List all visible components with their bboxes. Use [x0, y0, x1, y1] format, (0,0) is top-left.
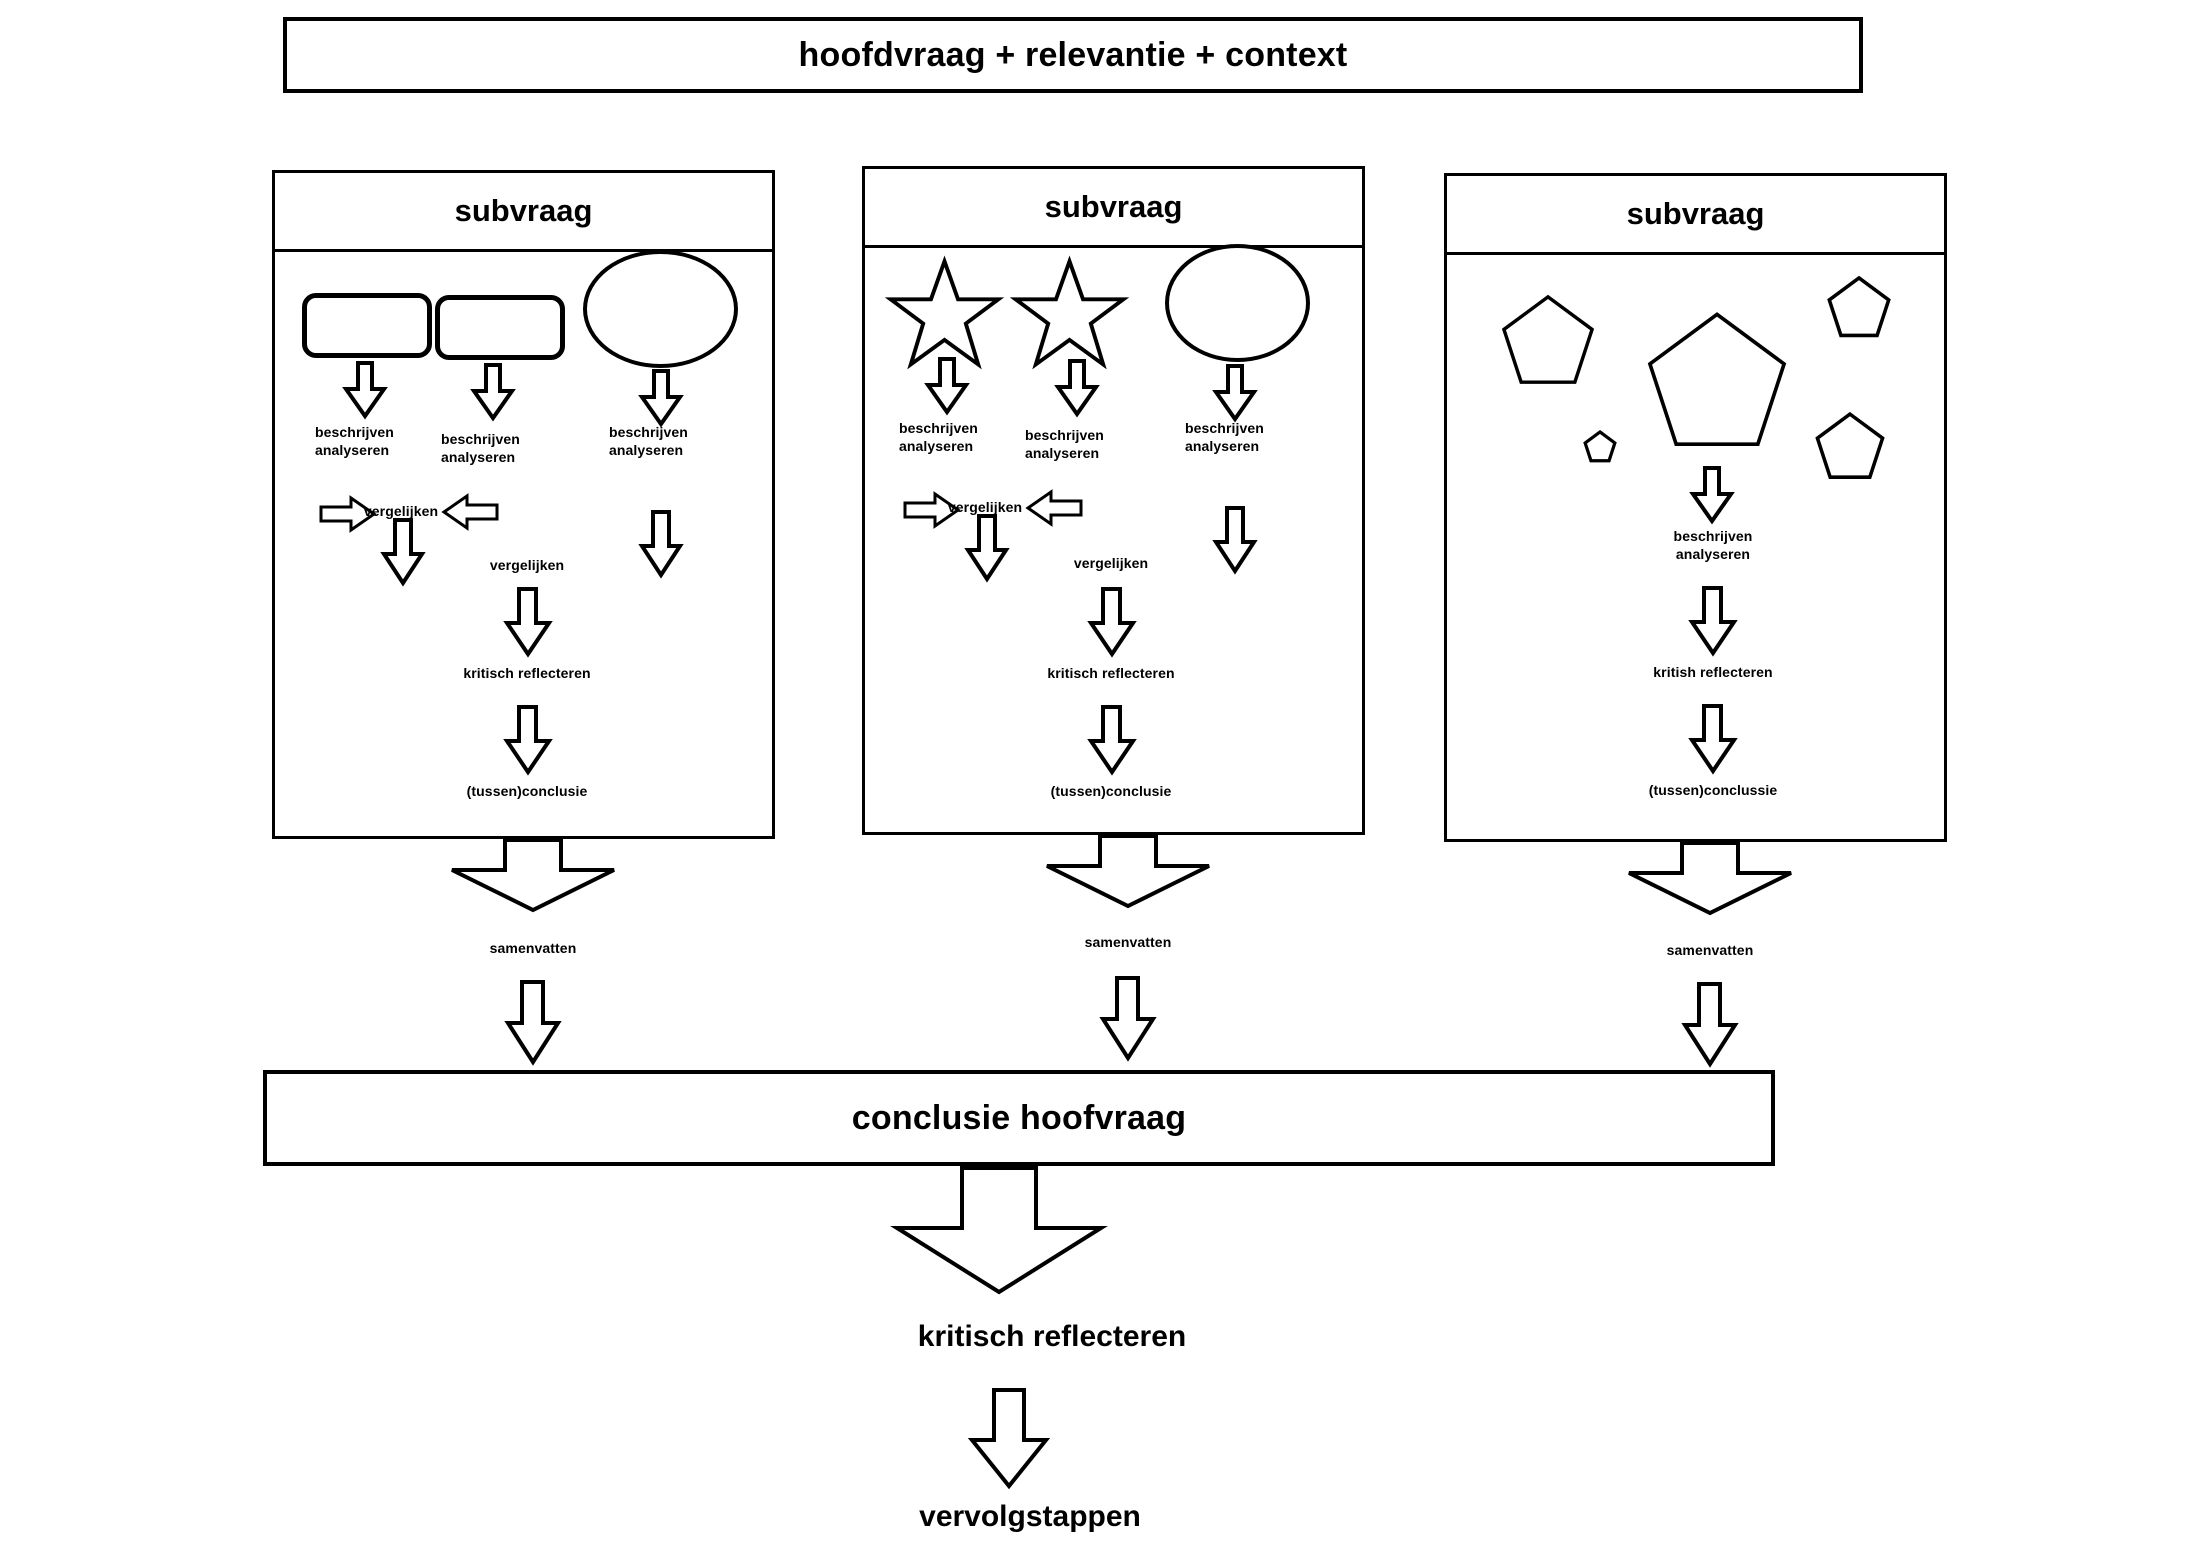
subvraag-panel-1: subvraag beschrijven analyseren beschrij…: [272, 170, 775, 839]
caption-describe-analyse-b: beschrijven analyseren: [441, 431, 520, 465]
caption-tussenconclusie: (tussen)conclusie: [1050, 783, 1172, 799]
subvraag-panel-1-header: subvraag: [272, 170, 775, 252]
source-shape-rounded-rect-2: [435, 295, 565, 360]
subvraag-panel-1-title: subvraag: [454, 193, 593, 228]
down-arrow-reflect-icon: [1688, 586, 1738, 657]
source-shape-star-1: [884, 255, 1005, 370]
source-shape-ellipse-2: [1165, 244, 1310, 362]
final-step-vervolgstappen: vervolgstappen: [919, 1500, 1141, 1533]
down-arrow-conclusion-icon: [1087, 705, 1137, 776]
subvraag-panel-2-title: subvraag: [1044, 189, 1183, 224]
down-arrow-to-conclusie-1-icon: [504, 980, 562, 1066]
subvraag-panel-3: subvraag beschrijven analyseren: [1444, 173, 1947, 842]
down-arrow-final-vervolgstappen-icon: [967, 1388, 1051, 1490]
caption-samenvatten-3: samenvatten: [1666, 942, 1754, 958]
caption-samenvatten-1: samenvatten: [489, 940, 577, 956]
hoofdvraag-bar: hoofdvraag + relevantie + context: [283, 17, 1863, 93]
left-arrow-compare-icon: [1025, 489, 1083, 527]
down-arrow-samenvatten-wide-2-icon: [1046, 834, 1210, 909]
down-arrow-samenvatten-wide-3-icon: [1628, 841, 1792, 916]
down-arrow-source-c-icon: [1212, 364, 1258, 423]
subvraag-panel-3-body: beschrijven analyseren kritish reflecter…: [1447, 176, 1944, 839]
caption-tussenconclusie: (tussen)conclusie: [466, 783, 588, 799]
down-arrow-source-c-icon: [638, 369, 684, 428]
down-arrow-samenvatten-wide-1-icon: [451, 838, 615, 913]
subvraag-panel-1-body: beschrijven analyseren beschrijven analy…: [275, 173, 772, 836]
down-arrow-reflect-icon: [1087, 587, 1137, 658]
caption-compare-pair: vergelijken: [947, 499, 1023, 515]
subvraag-panel-3-title: subvraag: [1626, 196, 1765, 231]
down-arrow-compare-pair-icon: [380, 518, 426, 587]
caption-tussenconclussie: (tussen)conclussie: [1648, 782, 1778, 798]
down-arrow-conclusion-icon: [503, 705, 553, 776]
caption-kritisch-reflecteren: kritisch reflecteren: [463, 665, 591, 681]
down-arrow-compare-pair-icon: [964, 514, 1010, 583]
caption-kritisch-reflecteren: kritisch reflecteren: [1047, 665, 1175, 681]
down-arrow-source-c-second-icon: [638, 510, 684, 579]
caption-compare-pair: vergelijken: [363, 503, 439, 519]
subvraag-panel-2: subvraag beschrijven analyseren beschrij…: [862, 166, 1365, 835]
source-shape-rounded-rect-1: [302, 293, 432, 358]
down-arrow-to-conclusie-3-icon: [1681, 982, 1739, 1068]
source-shape-pentagon-large-left: [1501, 294, 1595, 384]
right-arrow-compare-icon: [903, 491, 961, 529]
caption-compare-all: vergelijken: [489, 557, 565, 573]
final-step-kritisch-reflecteren: kritisch reflecteren: [917, 1320, 1187, 1353]
down-arrow-source-c-second-icon: [1212, 506, 1258, 575]
caption-describe-analyse: beschrijven analyseren: [1673, 528, 1753, 562]
source-shape-pentagon-largest-center: [1647, 312, 1787, 446]
caption-describe-analyse-b: beschrijven analyseren: [1025, 427, 1104, 461]
hoofdvraag-bar-label: hoofdvraag + relevantie + context: [798, 35, 1348, 74]
caption-samenvatten-2: samenvatten: [1084, 934, 1172, 950]
caption-describe-analyse-a: beschrijven analyseren: [899, 420, 978, 454]
down-arrow-source-b-icon: [470, 363, 516, 422]
down-arrow-final-reflect-icon: [890, 1166, 1108, 1295]
down-arrow-source-b-icon: [1054, 359, 1100, 418]
subvraag-panel-3-header: subvraag: [1444, 173, 1947, 255]
source-shape-pentagon-tiny: [1583, 429, 1617, 463]
caption-kritish-reflecteren: kritish reflecteren: [1653, 664, 1773, 680]
down-arrow-conclusion-icon: [1688, 704, 1738, 775]
caption-describe-analyse-c: beschrijven analyseren: [1185, 420, 1264, 454]
subvraag-panel-2-body: beschrijven analyseren beschrijven analy…: [865, 169, 1362, 832]
conclusie-hoofdvraag-bar: conclusie hoofvraag: [263, 1070, 1775, 1166]
down-arrow-describe-icon: [1689, 466, 1735, 525]
conclusie-hoofdvraag-label: conclusie hoofvraag: [851, 1098, 1187, 1137]
source-shape-pentagon-bottom-right: [1815, 411, 1885, 479]
down-arrow-source-a-icon: [342, 361, 388, 420]
down-arrow-to-conclusie-2-icon: [1099, 976, 1157, 1062]
caption-describe-analyse-c: beschrijven analyseren: [609, 424, 688, 458]
down-arrow-reflect-icon: [503, 587, 553, 658]
caption-compare-all: vergelijken: [1073, 555, 1149, 571]
left-arrow-compare-icon: [441, 493, 499, 531]
source-shape-pentagon-top-right: [1827, 275, 1891, 338]
down-arrow-source-a-icon: [924, 357, 970, 416]
right-arrow-compare-icon: [319, 495, 377, 533]
source-shape-star-2: [1009, 255, 1130, 370]
caption-describe-analyse-a: beschrijven analyseren: [315, 424, 394, 458]
source-shape-ellipse: [583, 250, 738, 368]
subvraag-panel-2-header: subvraag: [862, 166, 1365, 248]
